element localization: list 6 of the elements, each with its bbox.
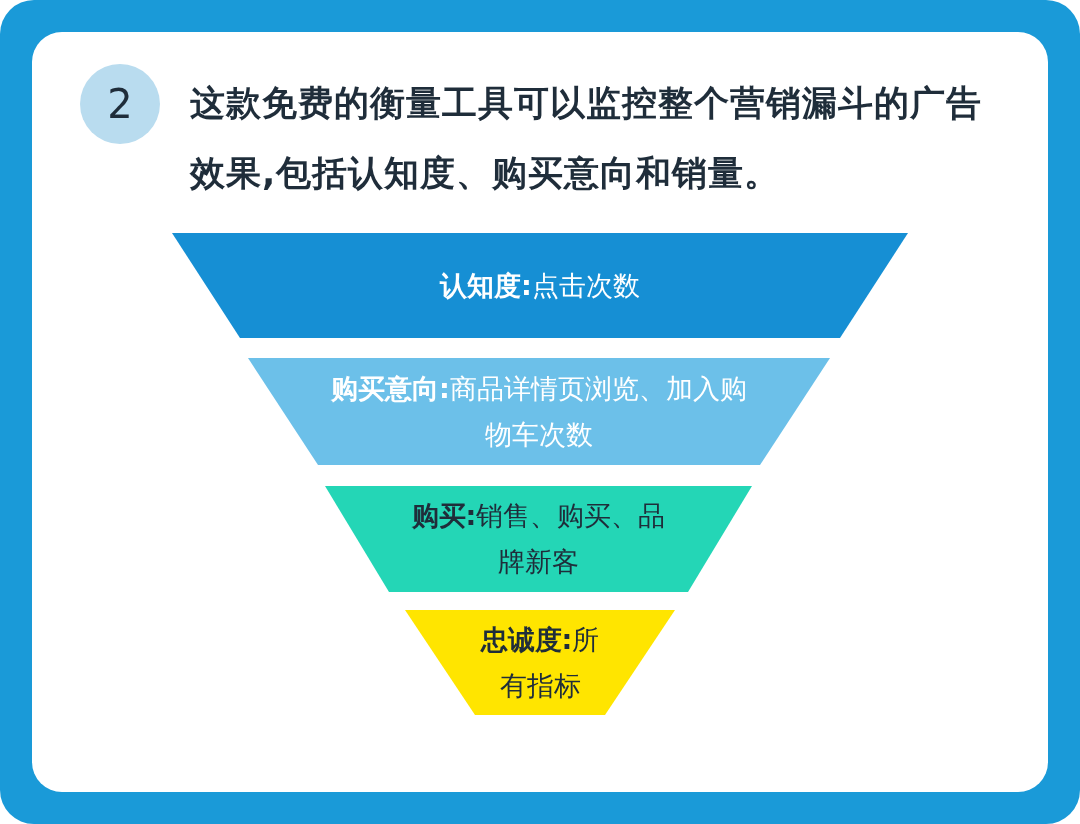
stage-text: 认知度:点击次数 <box>440 268 640 303</box>
stage-text: 购买意向:商品详情页浏览、加入购物车次数 <box>330 371 748 452</box>
stage-text: 忠诚度:所有指标 <box>479 622 601 703</box>
number-circle: 2 <box>80 64 160 144</box>
heading: 这款免费的衡量工具可以监控整个营销漏斗的广告效果,包括认知度、购买意向和销量。 <box>190 82 983 195</box>
stage-text: 购买:销售、购买、品牌新客 <box>410 499 667 579</box>
